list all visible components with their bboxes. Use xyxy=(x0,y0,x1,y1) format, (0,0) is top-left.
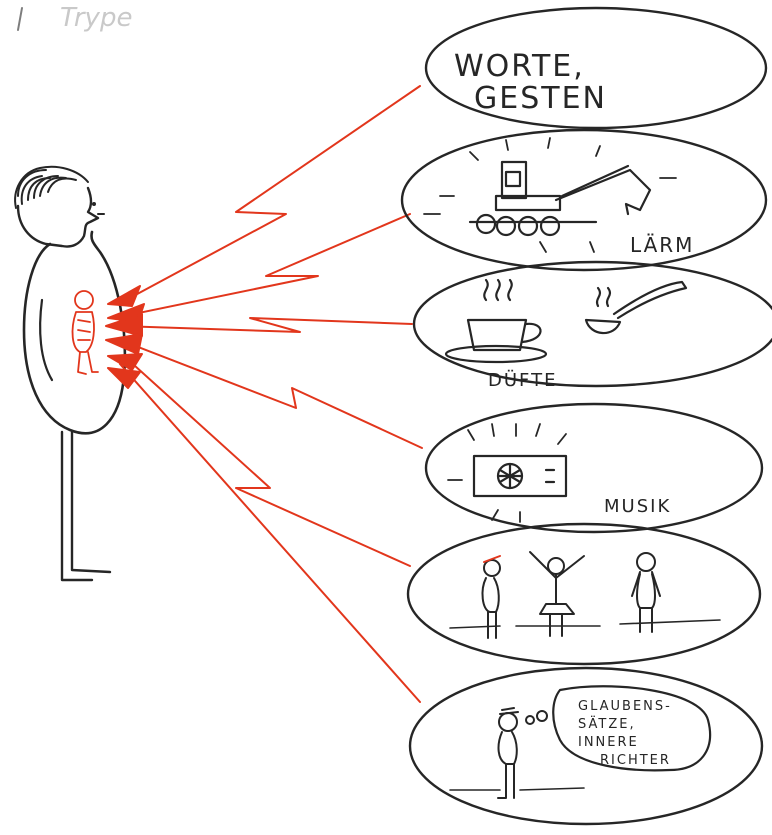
coffee-cup-icon xyxy=(446,280,546,362)
bubble-words-line-2: GESTEN xyxy=(474,81,607,116)
bubble-smells-label: DÜFTE xyxy=(488,369,557,391)
bubble-smells: DÜFTE xyxy=(414,262,772,391)
bubble-music-label: MUSIK xyxy=(604,496,671,517)
arrowheads xyxy=(106,286,144,388)
legs xyxy=(62,432,110,580)
excavator-icon xyxy=(470,162,650,235)
arrow-beliefs xyxy=(120,364,420,702)
inner-child xyxy=(73,291,98,374)
stimulus-arrows xyxy=(106,86,422,702)
ladle-icon xyxy=(586,282,686,333)
bubble-words: WORTE, GESTEN xyxy=(426,8,766,128)
arrow-people xyxy=(124,356,410,566)
arrow-words xyxy=(126,86,420,300)
bubble-beliefs-line-2: SÄTZE, xyxy=(578,716,636,732)
bubble-beliefs: GLAUBENS- SÄTZE, INNERE RICHTER xyxy=(410,668,762,824)
bubble-noise-label: LÄRM xyxy=(630,233,694,257)
hair xyxy=(15,167,88,208)
radio-icon xyxy=(474,456,566,496)
arrow-smells xyxy=(120,318,412,332)
person-right-icon xyxy=(632,553,660,632)
bubble-beliefs-line-4: RICHTER xyxy=(600,753,671,768)
bubble-people xyxy=(408,524,760,664)
bubble-beliefs-line-3: INNERE xyxy=(578,735,639,750)
thinking-person-icon xyxy=(498,708,547,798)
bubble-beliefs-line-1: GLAUBENS- xyxy=(578,699,672,714)
bubble-noise: LÄRM xyxy=(402,130,766,270)
person-middle-icon xyxy=(530,552,584,636)
arrow-noise xyxy=(124,214,410,316)
person-figure xyxy=(15,167,125,580)
header-scribble: Trype xyxy=(60,3,132,33)
bubble-words-line-1: WORTE, xyxy=(454,49,585,84)
eye xyxy=(92,202,96,206)
bubble-music: MUSIK xyxy=(426,404,762,532)
